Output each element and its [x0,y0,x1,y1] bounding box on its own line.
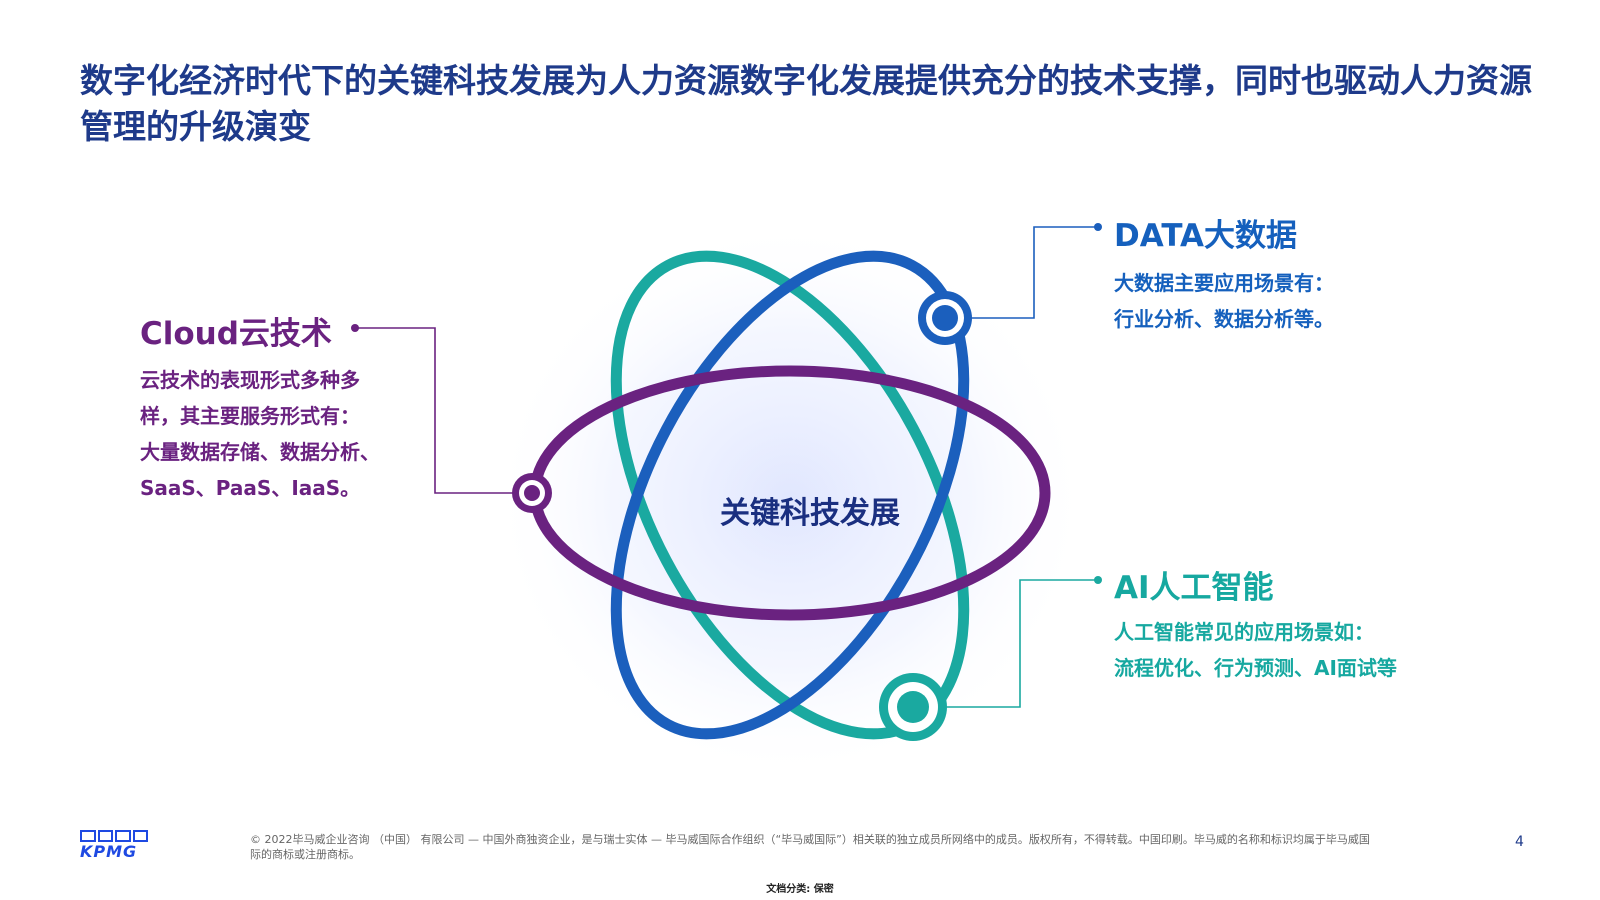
ai-title: AI人工智能 [1114,570,1274,606]
cloud-node [512,473,552,513]
cloud-line: 云技术的表现形式多种多 [140,368,360,392]
center-label: 关键科技发展 [720,496,900,531]
page-number: 4 [1515,834,1524,850]
data-connector [970,226,1098,319]
cloud-connector-dot [351,324,359,332]
ai-connector [945,579,1098,708]
data-line: 行业分析、数据分析等。 [1114,307,1334,331]
data-line: 大数据主要应用场景有： [1114,271,1334,295]
logo-text: KPMG [80,842,138,861]
data-orbit [610,250,970,740]
ai-connector-dot [1094,576,1102,584]
page-title: 数字化经济时代下的关键科技发展为人力资源数字化发展提供充分的技术支撑，同时也驱动… [80,61,1532,146]
cloud-description: 云技术的表现形式多种多 样，其主要服务形式有： 大量数据存储、数据分析、 Saa… [140,362,430,506]
ai-description: 人工智能常见的应用场景如： 流程优化、行为预测、AI面试等 [1114,614,1554,686]
data-node [918,291,972,345]
data-title: DATA大数据 [1114,218,1298,254]
center-glow [490,220,1090,780]
data-connector-dot [1094,223,1102,231]
kpmg-logo: KPMG [80,830,148,860]
cloud-line: 样，其主要服务形式有： [140,404,360,428]
ai-line: 流程优化、行为预测、AI面试等 [1114,656,1397,680]
copyright-notice: © 2022毕马威企业咨询 （中国） 有限公司 — 中国外商独资企业，是与瑞士实… [250,833,1370,861]
document-classification: 文档分类: 保密 [766,884,834,895]
cloud-connector [355,327,532,494]
ai-line: 人工智能常见的应用场景如： [1114,620,1374,644]
ai-node [879,673,947,741]
data-description: 大数据主要应用场景有： 行业分析、数据分析等。 [1114,265,1534,337]
logo-boxes [80,830,148,842]
cloud-line: 大量数据存储、数据分析、 [140,440,380,464]
cloud-line: SaaS、PaaS、IaaS。 [140,476,361,500]
cloud-title: Cloud云技术 [140,316,332,352]
